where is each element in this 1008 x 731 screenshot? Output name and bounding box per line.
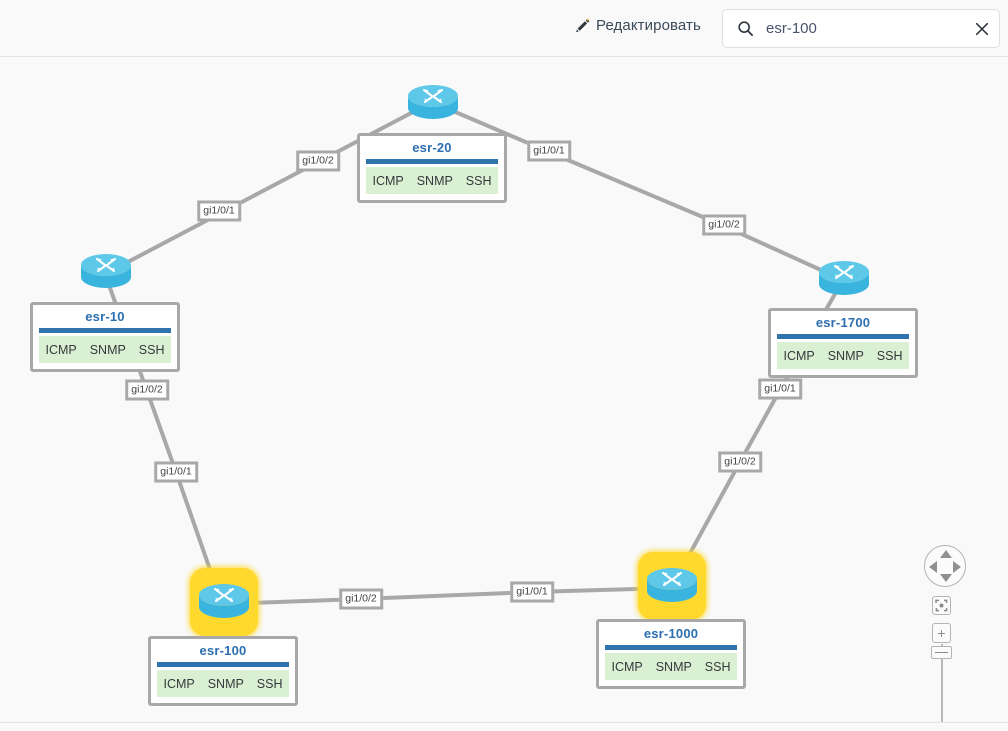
node-card-divider xyxy=(39,328,171,333)
service-badge-icmp[interactable]: ICMP xyxy=(163,676,195,691)
zoom-slider-track[interactable] xyxy=(941,644,943,722)
service-badge-icmp[interactable]: ICMP xyxy=(372,173,404,188)
edge-label[interactable]: gi1/0/2 xyxy=(296,150,340,172)
zoom-slider-handle[interactable] xyxy=(931,646,952,659)
fit-to-screen-button[interactable] xyxy=(932,596,951,615)
edge-label[interactable]: gi1/0/1 xyxy=(154,461,198,483)
edge-label[interactable]: gi1/0/2 xyxy=(718,451,762,473)
arrow-left-icon[interactable] xyxy=(929,561,937,573)
zoom-in-button[interactable]: + xyxy=(932,623,951,643)
fit-to-screen-icon xyxy=(935,599,948,612)
arrow-right-icon[interactable] xyxy=(953,561,961,573)
node-card-divider xyxy=(366,159,498,164)
node-card-divider xyxy=(777,334,909,339)
router-icon[interactable] xyxy=(196,579,252,625)
service-badge-icmp[interactable]: ICMP xyxy=(783,348,815,363)
service-badge-ssh[interactable]: SSH xyxy=(876,348,903,363)
service-badge-ssh[interactable]: SSH xyxy=(465,173,492,188)
node-services: ICMP SNMP SSH xyxy=(777,342,909,369)
service-badge-snmp[interactable]: SNMP xyxy=(827,348,864,363)
node-card-title: esr-1700 xyxy=(815,315,871,330)
pan-control[interactable] xyxy=(924,545,966,587)
edge-label[interactable]: gi1/0/2 xyxy=(702,214,746,236)
node-icon-wrap[interactable] xyxy=(638,552,706,620)
node-card-title: esr-100 xyxy=(199,643,247,658)
edge-label[interactable]: gi1/0/2 xyxy=(339,588,383,610)
service-badge-icmp[interactable]: ICMP xyxy=(611,659,643,674)
node-services: ICMP SNMP SSH xyxy=(157,670,289,697)
node-icon-wrap[interactable] xyxy=(405,80,461,126)
node-card-title: esr-1000 xyxy=(643,626,699,641)
node-services: ICMP SNMP SSH xyxy=(366,167,498,194)
footer-strip xyxy=(0,724,1008,731)
node-card-divider xyxy=(605,645,737,650)
edge-label[interactable]: gi1/0/1 xyxy=(510,581,554,603)
node-card-divider xyxy=(157,662,289,667)
edit-button-label: Редактировать xyxy=(596,17,701,34)
service-badge-snmp[interactable]: SNMP xyxy=(655,659,692,674)
edge-line[interactable] xyxy=(220,586,673,606)
edge-line[interactable] xyxy=(430,100,845,282)
edge-label[interactable]: gi1/0/1 xyxy=(758,378,802,400)
search-icon xyxy=(737,20,754,37)
edit-button[interactable]: Редактировать xyxy=(574,17,701,34)
edge-label[interactable]: gi1/0/1 xyxy=(197,200,241,222)
node-services: ICMP SNMP SSH xyxy=(605,653,737,680)
service-badge-snmp[interactable]: SNMP xyxy=(416,173,453,188)
edge-label[interactable]: gi1/0/1 xyxy=(527,140,571,162)
node-icon-wrap[interactable] xyxy=(78,249,134,295)
search-box[interactable] xyxy=(722,9,1000,48)
toolbar: Редактировать xyxy=(0,0,1008,57)
router-icon[interactable] xyxy=(644,563,700,609)
router-icon[interactable] xyxy=(405,80,461,126)
service-badge-ssh[interactable]: SSH xyxy=(704,659,731,674)
arrow-up-icon[interactable] xyxy=(940,550,952,558)
search-input[interactable] xyxy=(766,20,965,37)
pencil-icon xyxy=(574,17,591,34)
service-badge-snmp[interactable]: SNMP xyxy=(89,342,126,357)
node-services: ICMP SNMP SSH xyxy=(39,336,171,363)
edge-label[interactable]: gi1/0/2 xyxy=(125,379,169,401)
router-icon[interactable] xyxy=(78,249,134,295)
service-badge-ssh[interactable]: SSH xyxy=(138,342,165,357)
node-icon-wrap[interactable] xyxy=(816,256,872,302)
close-icon[interactable] xyxy=(965,10,999,47)
node-card-title: esr-10 xyxy=(85,309,125,324)
node-icon-wrap[interactable] xyxy=(190,568,258,636)
service-badge-ssh[interactable]: SSH xyxy=(256,676,283,691)
node-card-title: esr-20 xyxy=(412,140,452,155)
service-badge-snmp[interactable]: SNMP xyxy=(207,676,244,691)
service-badge-icmp[interactable]: ICMP xyxy=(45,342,77,357)
router-icon[interactable] xyxy=(816,256,872,302)
arrow-down-icon[interactable] xyxy=(940,574,952,582)
